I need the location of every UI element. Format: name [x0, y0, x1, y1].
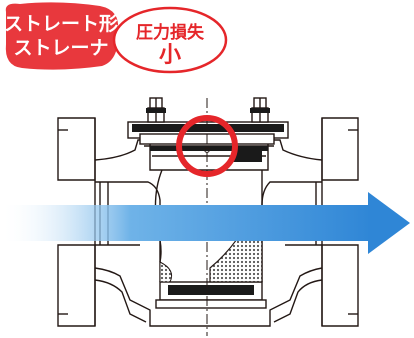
pressure-loss-value: 小 [159, 43, 181, 68]
pressure-loss-label: 圧力損失 [136, 22, 205, 43]
flow-arrow [0, 192, 410, 254]
highlight-circle [176, 115, 238, 177]
center-dot-icon [204, 147, 210, 153]
type-label-line2: ストレーナ [13, 37, 108, 59]
type-label-line1: ストレート形 [4, 13, 118, 35]
type-badge: ストレート形 ストレーナ [4, 2, 119, 70]
pressure-loss-badge: 圧力損失 小 [112, 6, 228, 74]
